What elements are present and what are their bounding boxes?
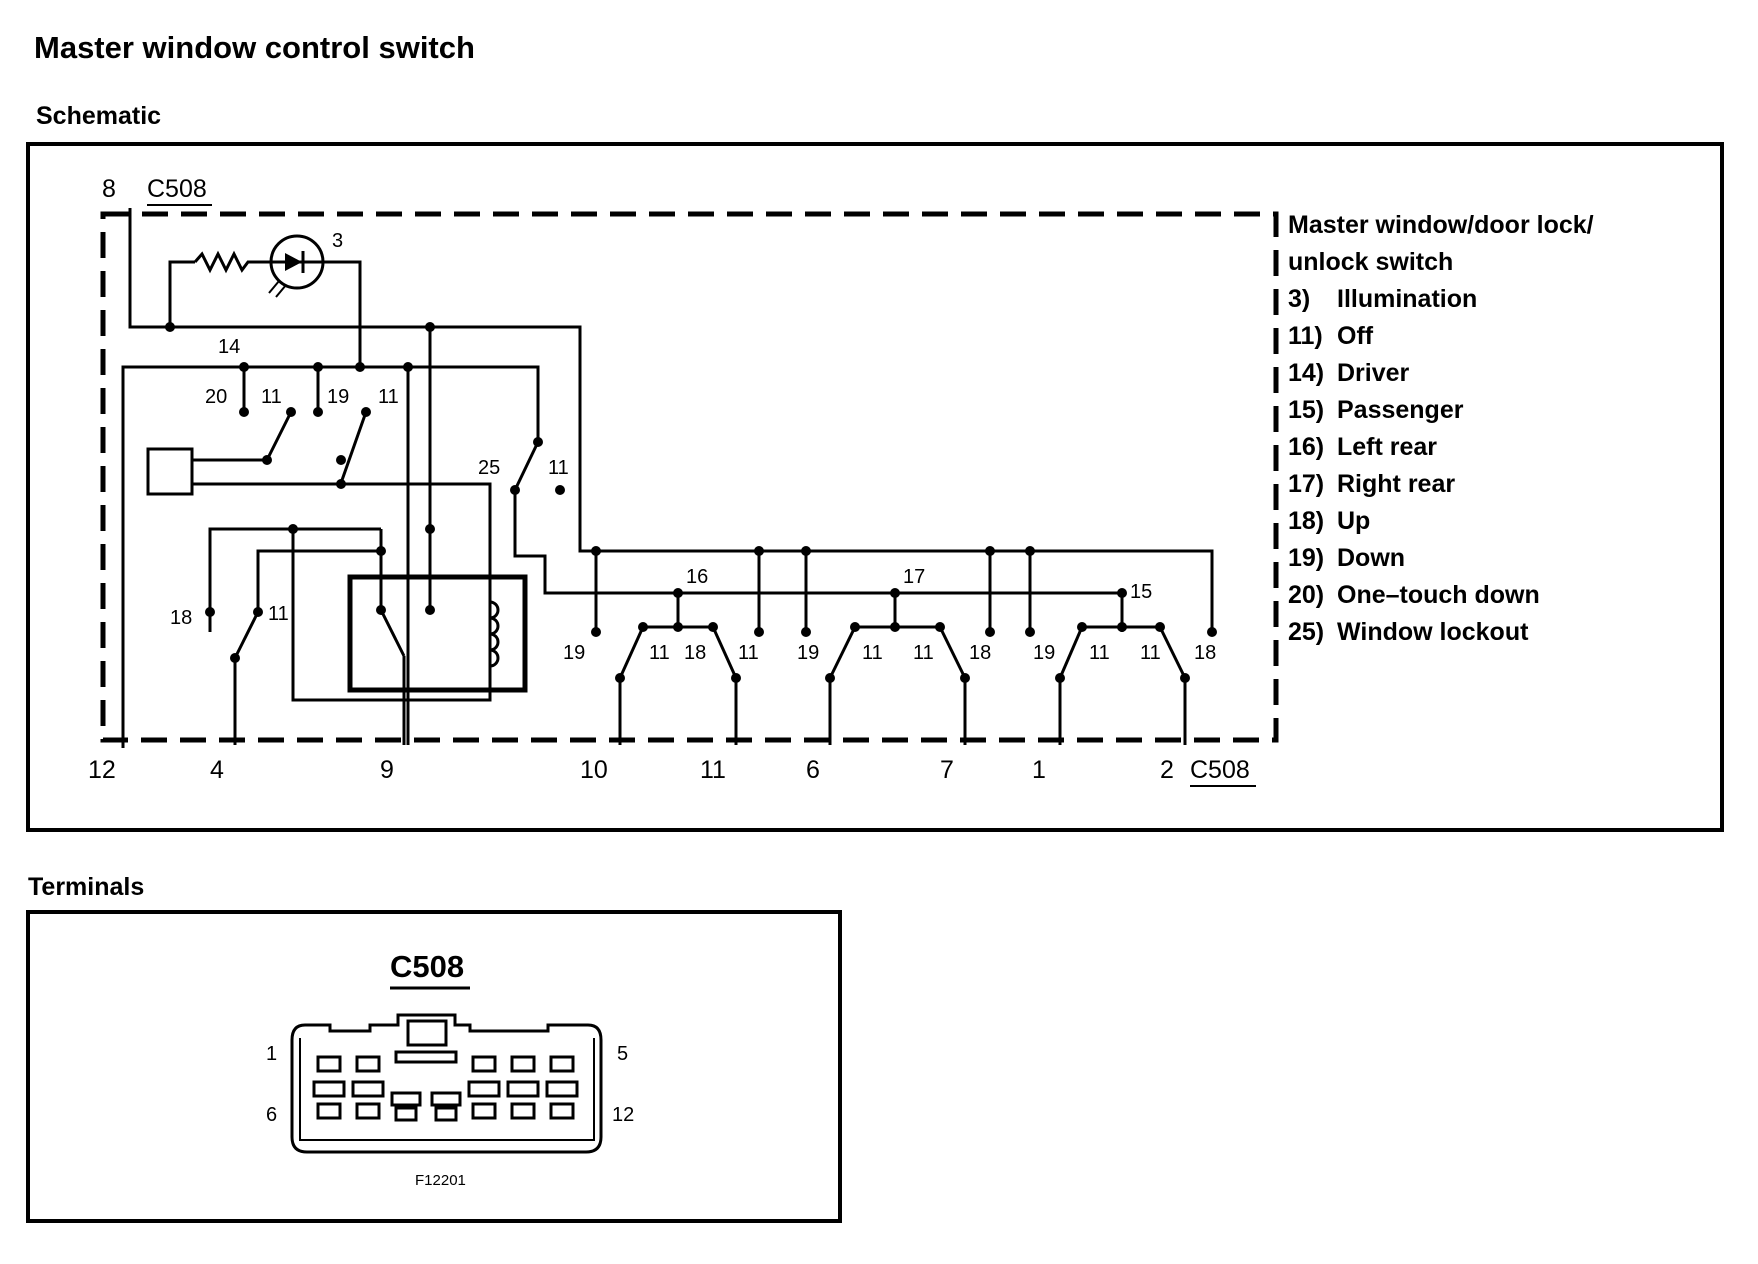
lockout-label: 25	[478, 457, 500, 479]
illumination-label: 3	[332, 230, 343, 252]
terminals-heading: Terminals	[28, 873, 145, 901]
g3-up: 18	[1194, 642, 1216, 664]
c508-connector-icon	[290, 1013, 603, 1154]
switch-boundary	[100, 211, 1279, 743]
wiring	[121, 208, 1214, 748]
legend-item-text: Down	[1337, 544, 1405, 572]
illumination-led-icon	[268, 234, 325, 298]
legend-item-text: Passenger	[1337, 396, 1464, 424]
left-rear-label: 16	[686, 566, 708, 588]
g3-off-a: 11	[1089, 642, 1110, 664]
legend-item-text: Off	[1337, 322, 1374, 350]
g2-up: 18	[969, 642, 991, 664]
g1-down: 19	[563, 642, 585, 664]
g1-off-a: 11	[649, 642, 670, 664]
bottom-pin-9: 9	[380, 756, 394, 784]
bottom-pin-12: 12	[88, 756, 116, 784]
legend: Master window/door lock/ unlock switch 3…	[1288, 211, 1594, 646]
down-label-a: 19	[327, 386, 349, 408]
legend-item-num: 20)	[1288, 581, 1324, 609]
legend-item-text: One–touch down	[1337, 581, 1540, 609]
legend-item-num: 11)	[1288, 322, 1323, 350]
g3-off-b: 11	[1140, 642, 1161, 664]
terminal-pin-12: 12	[612, 1104, 634, 1126]
legend-item-text: Driver	[1337, 359, 1410, 387]
legend-title-line1: Master window/door lock/	[1288, 211, 1594, 239]
wiring-nodes	[165, 322, 1217, 683]
bottom-pin-4: 4	[210, 756, 224, 784]
right-rear-label: 17	[903, 566, 925, 588]
bottom-pin-2: 2	[1160, 756, 1174, 784]
page-title: Master window control switch	[34, 30, 475, 65]
legend-item-num: 3)	[1288, 285, 1310, 313]
bottom-pin-7: 7	[940, 756, 954, 784]
legend-item-text: Illumination	[1337, 285, 1477, 313]
one-touch-label: 20	[205, 386, 227, 408]
legend-item-text: Window lockout	[1337, 618, 1529, 646]
passenger-label: 15	[1130, 581, 1152, 603]
legend-item-text: Right rear	[1337, 470, 1455, 498]
top-connector-label: C508	[147, 175, 207, 203]
off-label-b: 11	[378, 386, 399, 408]
schematic-heading: Schematic	[36, 102, 162, 130]
legend-item-num: 17)	[1288, 470, 1324, 498]
legend-item-num: 16)	[1288, 433, 1324, 461]
bottom-pin-1: 1	[1032, 756, 1046, 784]
legend-item-text: Up	[1337, 507, 1370, 535]
terminals-frame	[26, 910, 842, 1223]
legend-item-num: 15)	[1288, 396, 1324, 424]
terminal-pin-5: 5	[617, 1043, 628, 1065]
bottom-pin-10: 10	[580, 756, 608, 784]
schematic-frame	[26, 142, 1724, 832]
g3-down: 19	[1033, 642, 1055, 664]
legend-item-text: Left rear	[1337, 433, 1437, 461]
bottom-pin-11: 11	[700, 756, 726, 784]
figure-id: F12201	[415, 1172, 466, 1189]
legend-item-num: 25)	[1288, 618, 1324, 646]
up-left-label: 18	[170, 607, 192, 629]
g2-off-b: 11	[913, 642, 934, 664]
terminal-pin-6: 6	[266, 1104, 277, 1126]
bottom-connector-label: C508	[1190, 756, 1250, 784]
legend-item-num: 14)	[1288, 359, 1324, 387]
legend-title-line2: unlock switch	[1288, 248, 1453, 276]
terminals-connector-label: C508	[390, 949, 464, 984]
bottom-pin-6: 6	[806, 756, 820, 784]
g2-down: 19	[797, 642, 819, 664]
g2-off-a: 11	[862, 642, 883, 664]
off-left-label: 11	[268, 603, 289, 625]
g1-off-b: 11	[738, 642, 759, 664]
off-label-a: 11	[261, 386, 282, 408]
legend-item-num: 18)	[1288, 507, 1324, 535]
legend-item-num: 19)	[1288, 544, 1324, 572]
terminal-pin-1: 1	[266, 1043, 277, 1065]
driver-label: 14	[218, 336, 240, 358]
lockout-off-label: 11	[548, 457, 569, 479]
g1-up: 18	[684, 642, 706, 664]
top-pin-label: 8	[102, 175, 116, 203]
